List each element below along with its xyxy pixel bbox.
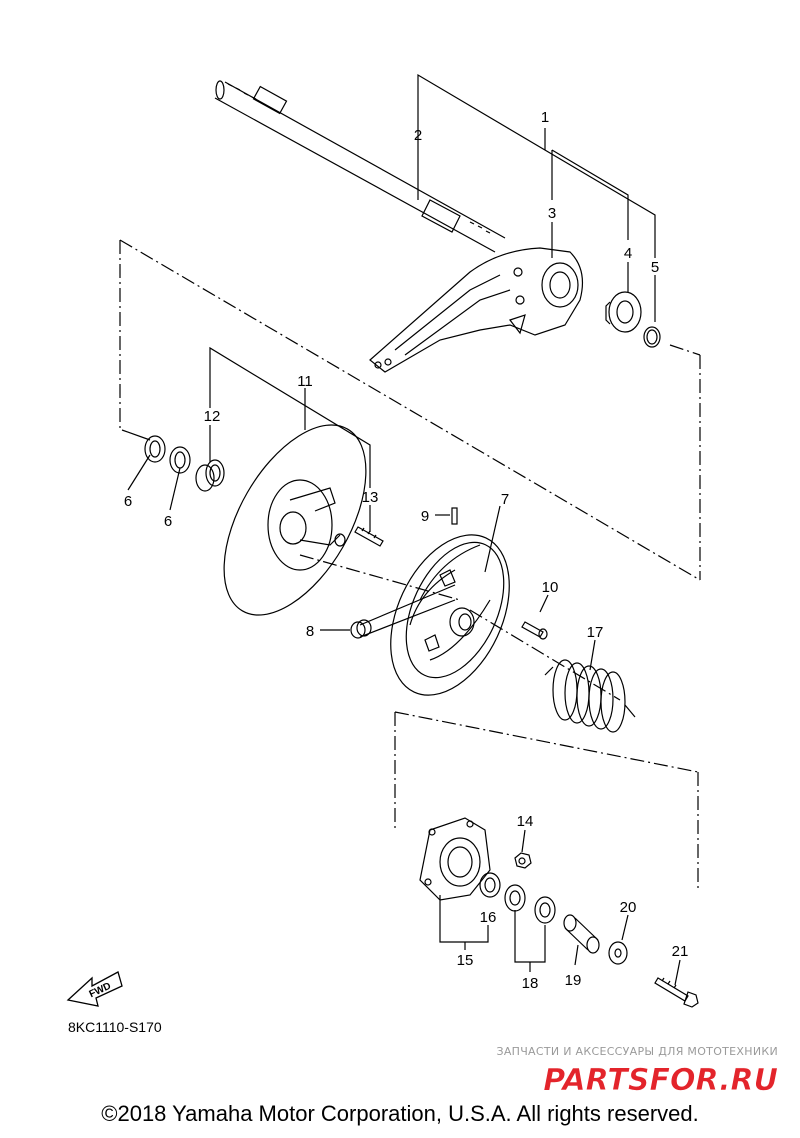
callout-17: 17 (587, 624, 604, 641)
callout-6b: 6 (164, 513, 172, 530)
housing-part-15 (419, 817, 491, 901)
callout-8: 8 (306, 623, 314, 640)
leader-lines (121, 73, 681, 986)
watermark-brand: PARTSFOR.RU (543, 1063, 778, 1098)
callout-21: 21 (672, 943, 689, 960)
nut-part-14 (514, 852, 532, 869)
arm-part-3 (369, 247, 583, 373)
washer-part-18b (534, 896, 556, 924)
shaft-part-2 (214, 80, 506, 253)
callout-1: 1 (541, 109, 549, 126)
callout-19: 19 (565, 972, 582, 989)
roller-part-8 (350, 619, 372, 639)
washer-part-20 (608, 941, 628, 965)
callout-18: 18 (522, 975, 539, 992)
callout-9: 9 (421, 508, 429, 525)
callout-labels: 1 2 3 4 5 6 6 7 8 9 10 11 12 13 14 15 16… (124, 109, 689, 992)
copyright-text: ©2018 Yamaha Motor Corporation, U.S.A. A… (101, 1101, 699, 1126)
bolt-part-21 (654, 977, 699, 1008)
fwd-arrow-icon: FWD (66, 971, 123, 1007)
callout-12: 12 (204, 408, 221, 425)
washer-part-6a (144, 435, 166, 463)
callout-5: 5 (651, 259, 659, 276)
callout-6a: 6 (124, 493, 132, 510)
washer-part-6b (169, 446, 191, 474)
watermark-subtitle: ЗАПЧАСТИ И АКСЕССУАРЫ ДЛЯ МОТОТЕХНИКИ (496, 1045, 778, 1058)
callout-20: 20 (620, 899, 637, 916)
bolt-part-10 (521, 621, 548, 640)
assembly-lines (119, 239, 701, 888)
diagram-code: 8KC1110-S170 (68, 1019, 162, 1035)
callout-13: 13 (362, 489, 379, 506)
circlip-part-5 (643, 326, 661, 348)
callout-7: 7 (501, 491, 509, 508)
callout-3: 3 (548, 205, 556, 222)
callout-10: 10 (542, 579, 559, 596)
callout-15: 15 (457, 952, 474, 969)
callout-16: 16 (480, 909, 497, 926)
spring-part-17 (544, 659, 636, 733)
collar-part-19 (563, 914, 600, 954)
watermark: ЗАПЧАСТИ И АКСЕССУАРЫ ДЛЯ МОТОТЕХНИКИ PA… (496, 1045, 778, 1098)
callout-4: 4 (624, 245, 632, 262)
stud-part-13 (354, 526, 384, 547)
sheave-part-11 (223, 424, 367, 616)
sheave-part-7 (390, 534, 510, 696)
washer-part-18a (504, 884, 526, 912)
bearing-part-4 (605, 291, 642, 333)
bushing-part-12 (195, 459, 225, 492)
callout-14: 14 (517, 813, 534, 830)
callout-2: 2 (414, 127, 422, 144)
bushing-part-16 (479, 872, 501, 898)
pin-part-9 (451, 507, 458, 525)
callout-11: 11 (297, 373, 313, 390)
